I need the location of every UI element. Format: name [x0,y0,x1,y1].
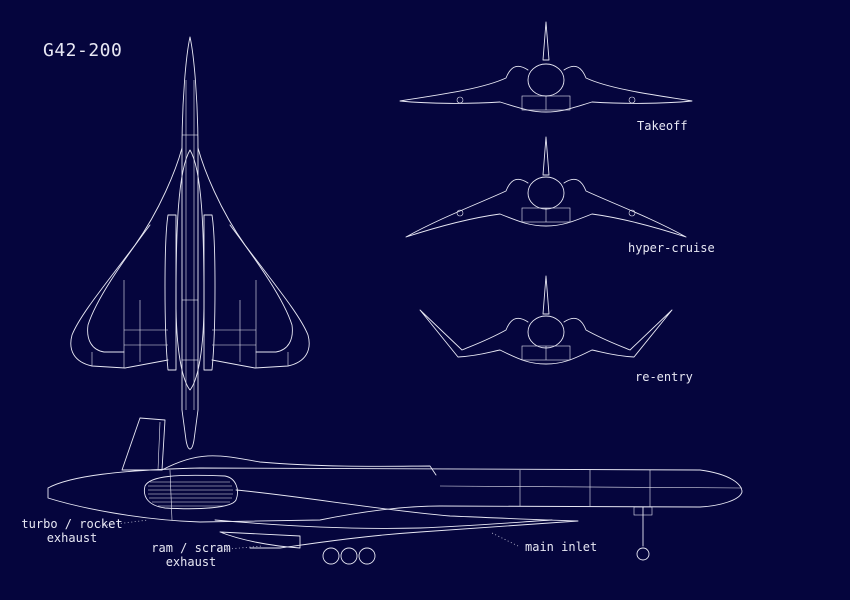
exhaust-grille [148,481,233,507]
top-view-wing-right [197,147,310,369]
main-gear-wheel [358,547,376,565]
top-view-wing-left [70,147,183,369]
main-gear-wheel [340,547,358,565]
front-view-re-entry [419,275,673,365]
main-gear-wheel [322,547,340,565]
takeoff-caption: Takeoff [637,119,688,133]
re-entry-caption: re-entry [635,370,693,384]
turbo-rocket-callout: turbo / rocket exhaust [20,517,124,546]
drawing-title: G42-200 [43,40,123,61]
ram-scram-callout: ram / scram exhaust [146,541,236,570]
main-inlet-callout: main inlet [525,540,598,554]
turbo-rocket-callout-line1: turbo / rocket [21,517,123,531]
side-view [47,417,743,565]
front-view-hyper-cruise [405,136,687,238]
ram-scram-callout-line2: exhaust [165,554,217,569]
nose-gear-wheel [636,547,650,561]
top-view-fuselage [181,36,199,450]
front-view-takeoff [399,21,693,113]
ram-scram-callout-line1: ram / scram [151,541,231,555]
hyper-cruise-caption: hyper-cruise [628,241,715,255]
turbo-rocket-callout-line2: exhaust [46,530,98,545]
top-view [70,36,310,450]
